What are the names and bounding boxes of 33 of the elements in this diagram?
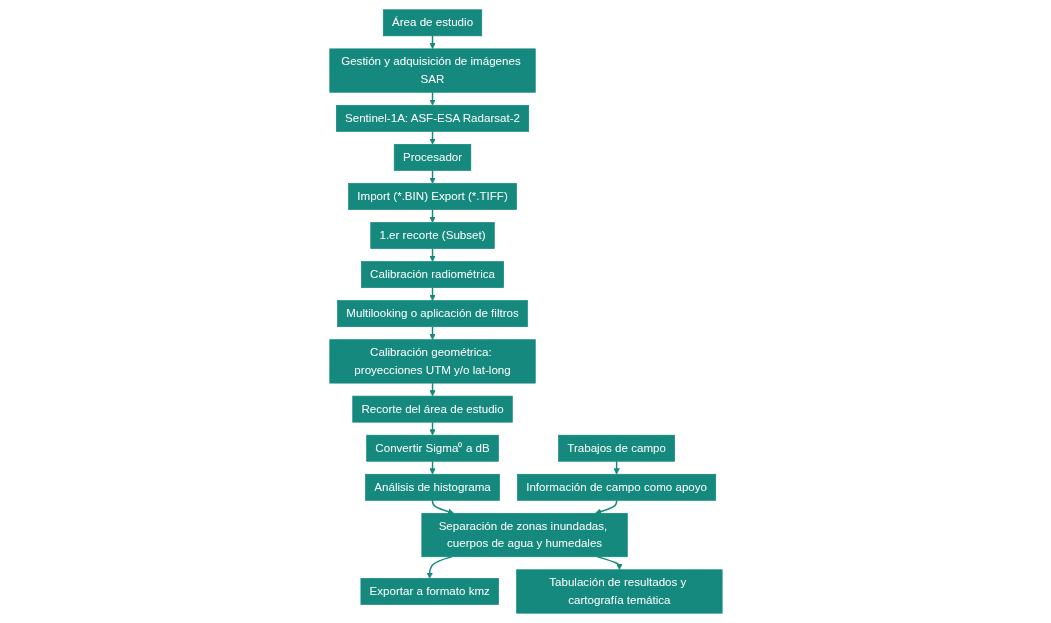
node-box: Convertir Sigma⁰ a dB (365, 434, 499, 462)
arrow (428, 247, 436, 262)
node-box: Trabajos de campo (557, 434, 675, 462)
arrow (428, 382, 436, 397)
node-box: Área de estudio (382, 9, 482, 37)
arrow (596, 556, 623, 571)
node-box: Gestión y adquisición de imágenes SAR (328, 48, 536, 93)
node-box: Recorte del área de estudio (351, 395, 513, 423)
node-box: Sentinel-1A: ASF-ESA Radarsat-2 (335, 104, 529, 132)
arrow (428, 286, 436, 301)
node-box: Multilooking o aplicación de filtros (336, 300, 528, 328)
node-box: Calibración geométrica: proyecciones UTM y/o lat-long (328, 339, 536, 384)
arrow (428, 130, 436, 145)
arrow (428, 35, 436, 50)
arrow (594, 499, 617, 515)
node-box: Información de campo como apoyo (516, 473, 716, 501)
arrow (428, 91, 436, 106)
node-box: Análisis de histograma (364, 473, 500, 501)
node-box: Exportar a formato kmz (360, 578, 499, 605)
arrow (431, 499, 454, 515)
node-box: Calibración radiométrica (360, 261, 504, 288)
arrow (426, 556, 452, 579)
arrow (428, 325, 436, 340)
node-box: Procesador (393, 144, 471, 171)
node-box: Tabulación de resultados y cartografía temática (515, 569, 722, 614)
arrow (428, 208, 436, 223)
arrow (428, 169, 436, 184)
arrow (612, 460, 620, 475)
node-box: 1.er recorte (Subset) (369, 222, 495, 249)
node-box: Separación de zonas inundadas, cuerpos de agua y humedales (421, 513, 628, 558)
arrow (428, 460, 436, 475)
node-box: Import (*.BIN) Export (*.TIFF) (347, 183, 517, 210)
arrow (428, 421, 436, 436)
